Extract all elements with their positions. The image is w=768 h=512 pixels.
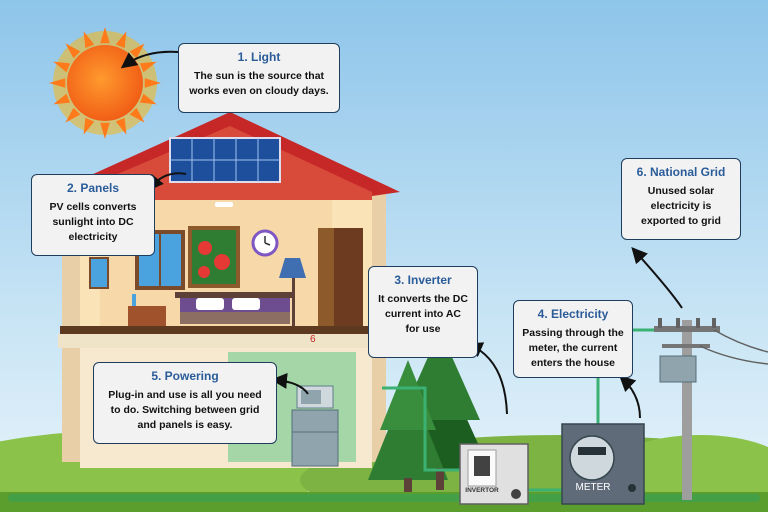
solar-panel-icon	[169, 137, 281, 183]
sun-ray	[53, 93, 71, 105]
callout-electricity: 4. Electricity Passing through the meter…	[513, 300, 633, 378]
tree-icon	[368, 330, 490, 492]
sun-ray	[65, 43, 81, 59]
callout-light: 1. Light The sun is the source that work…	[178, 43, 340, 113]
callout-inverter: 3. Inverter It converts the DC current i…	[368, 266, 478, 358]
callout-title: 3. Inverter	[394, 273, 452, 287]
sun-ray	[83, 31, 95, 49]
callout-panels: 2. Panels PV cells converts sunlight int…	[31, 174, 155, 256]
callout-national-grid: 6. National Grid Unused solar electricit…	[621, 158, 741, 240]
callout-body: It converts the DC current into AC for u…	[378, 293, 468, 336]
callout-body: Plug-in and use is all you need to do. S…	[108, 389, 262, 432]
sun-ray	[49, 78, 66, 88]
callout-title: 6. National Grid	[636, 165, 726, 179]
meter-label: METER	[575, 482, 611, 493]
callout-title: 2. Panels	[66, 181, 120, 195]
sun-ray	[100, 122, 110, 139]
inverter-icon	[459, 443, 529, 505]
callout-body: PV cells converts sunlight into DC elect…	[49, 201, 137, 244]
callout-body: Unused solar electricity is exported to …	[641, 185, 721, 228]
meter-icon	[561, 423, 645, 505]
callout-title: 1. Light	[237, 50, 281, 64]
callout-title: 4. Electricity	[537, 307, 609, 321]
sun-icon	[49, 27, 161, 139]
sun-ray	[83, 117, 95, 135]
sun-ray	[115, 117, 127, 135]
painting	[188, 226, 240, 288]
sun-ray	[139, 61, 157, 73]
sun-ray	[144, 78, 161, 88]
callout-body: Passing through the meter, the current e…	[522, 327, 624, 370]
callout-powering: 5. Powering Plug-in and use is all you n…	[93, 362, 277, 444]
sun-ray	[129, 107, 145, 123]
inverter-label: INVERTOR	[465, 487, 499, 494]
sun-ray	[65, 107, 81, 123]
room-number: 6	[310, 334, 316, 345]
callout-title: 5. Powering	[151, 369, 219, 383]
fridge	[291, 409, 339, 467]
sun-ray	[115, 31, 127, 49]
sun-ray	[100, 27, 110, 44]
callout-body: The sun is the source that works even on…	[189, 70, 329, 98]
utility-pole-icon	[654, 318, 768, 500]
sun-ray	[53, 61, 71, 73]
sun-ray	[139, 93, 157, 105]
